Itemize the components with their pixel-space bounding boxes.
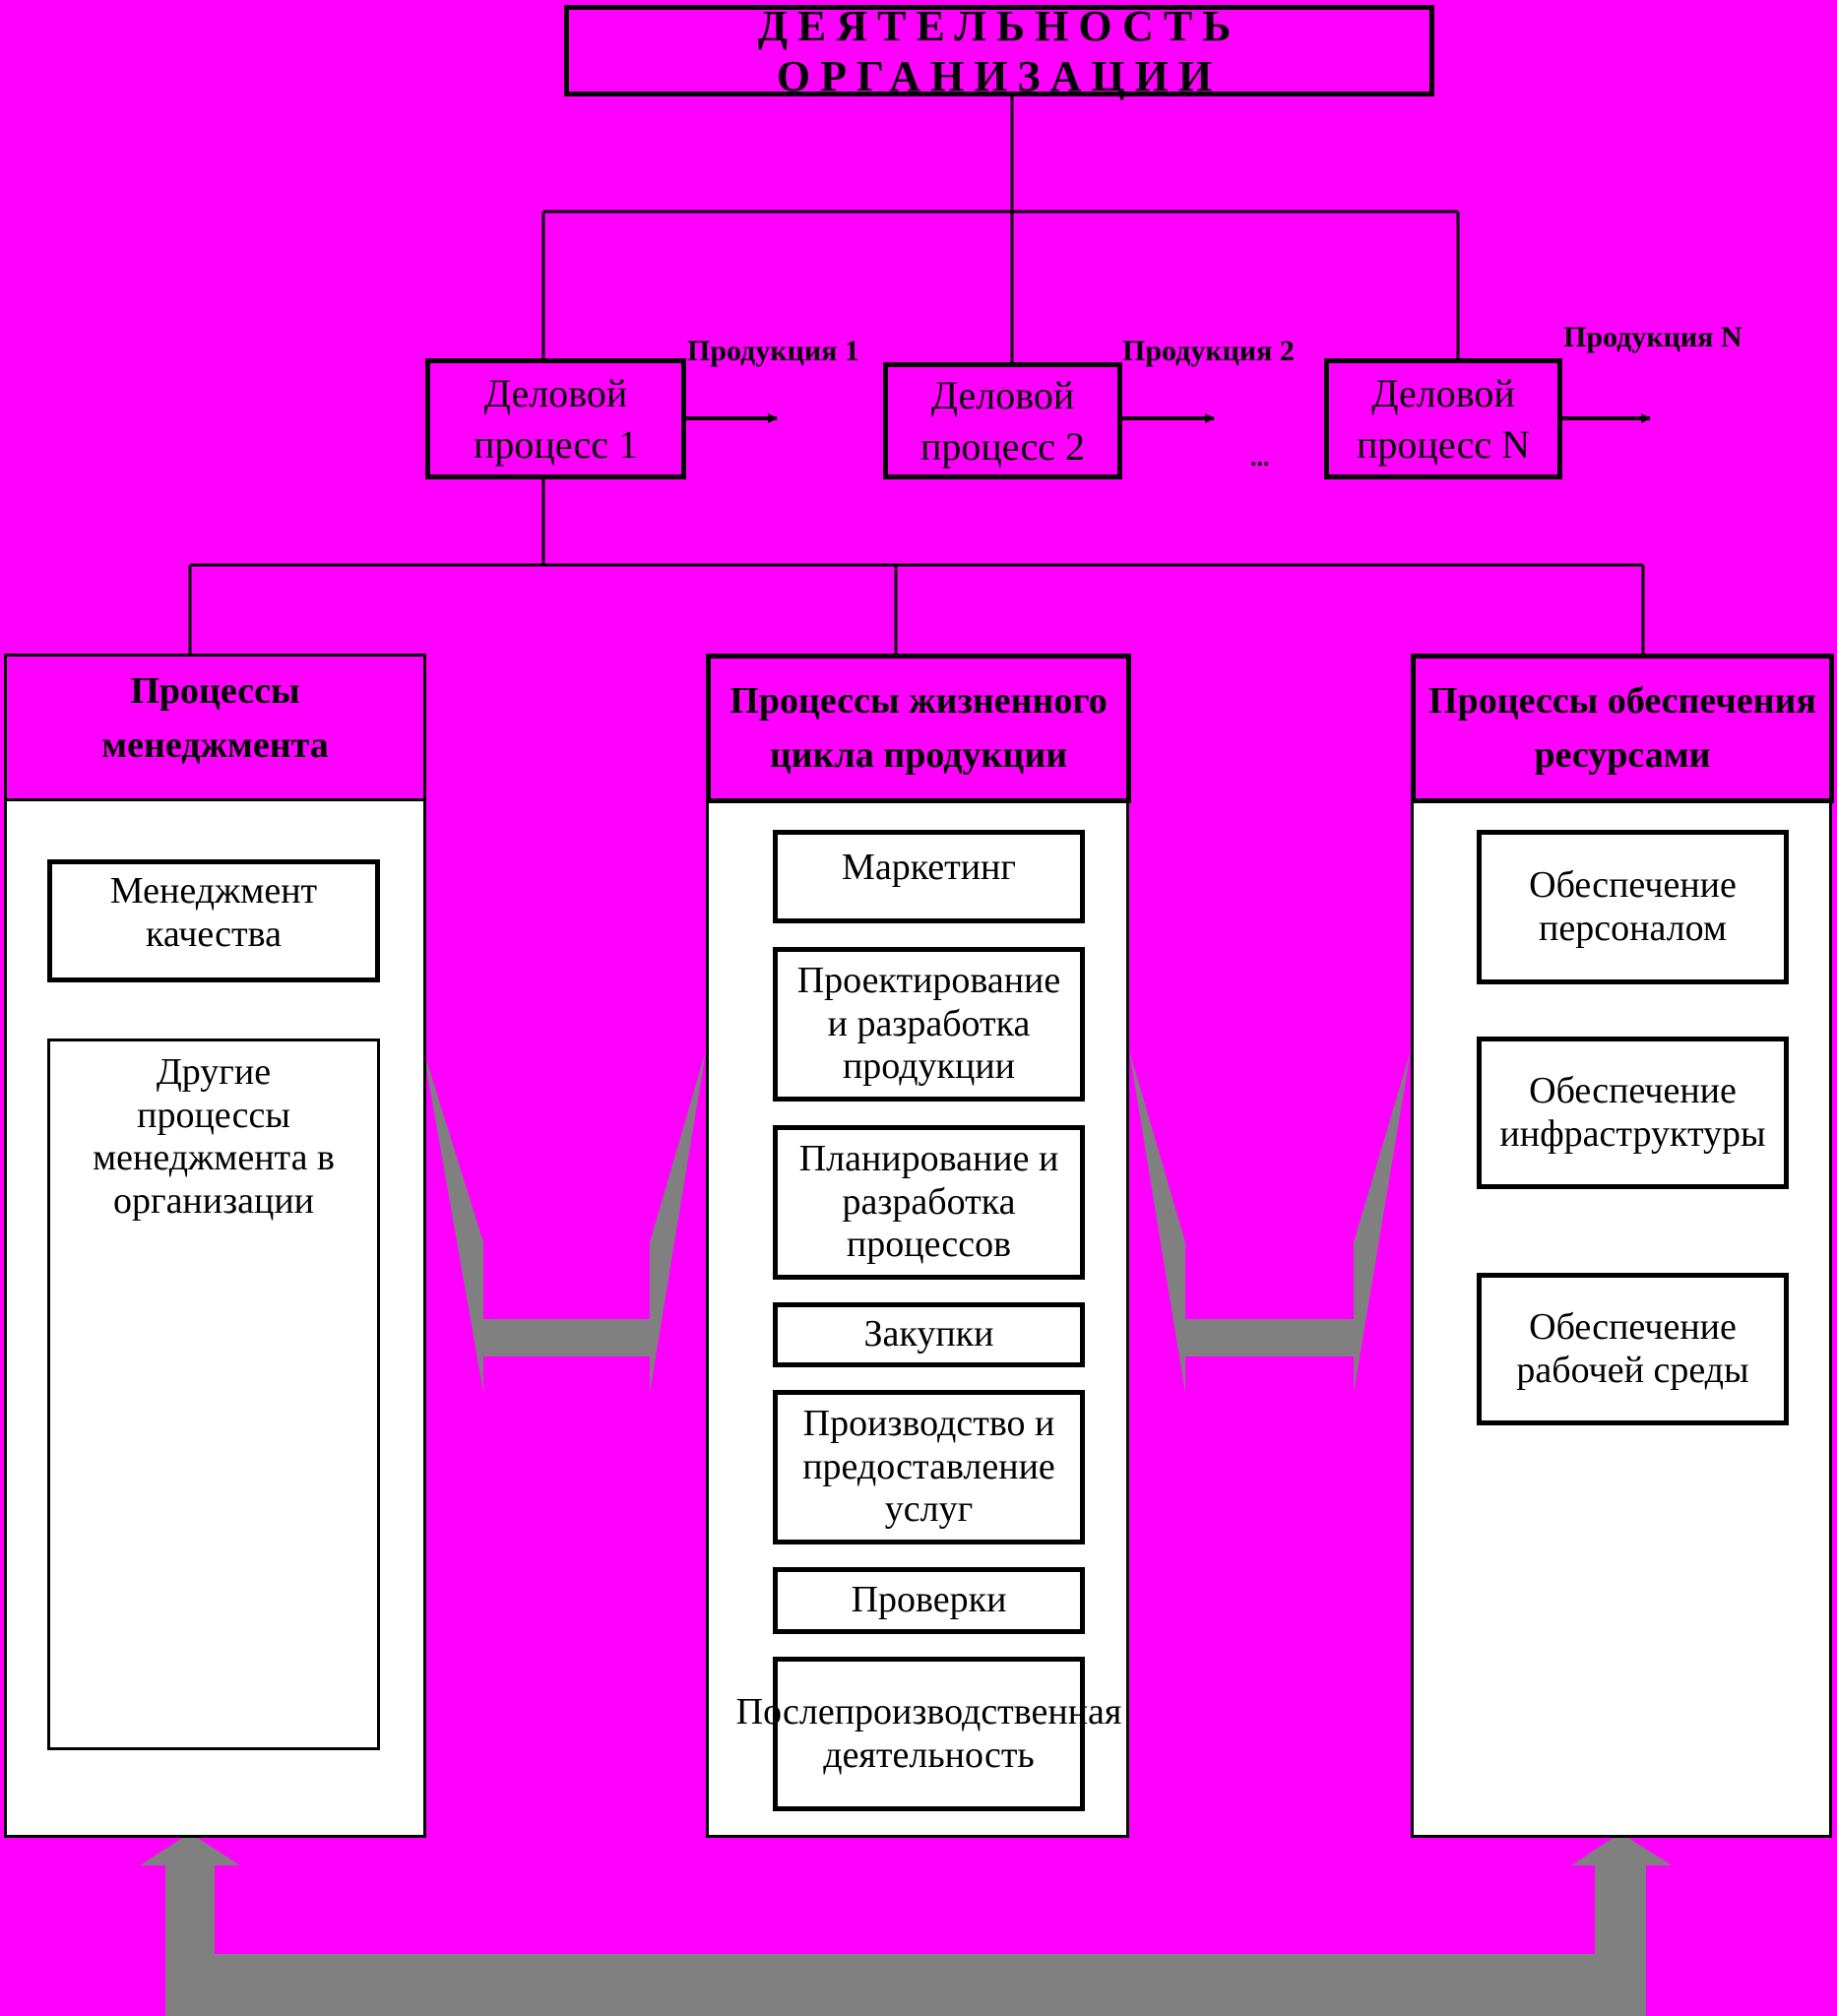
business-process-1: Деловой процесс 1	[425, 358, 686, 479]
double-arrow-right	[1129, 1050, 1411, 1393]
management-item-other: Другие процессы менеджмента в организаци…	[47, 1039, 380, 1750]
group-resources-title: Процессы обеспечения ресурсами	[1411, 654, 1834, 803]
lifecycle-item-planning: Планирование и разработка процессов	[773, 1125, 1085, 1280]
lifecycle-item-marketing: Маркетинг	[773, 830, 1085, 923]
organization-activity-title: ДЕЯТЕЛЬНОСТЬ ОРГАНИЗАЦИИ	[564, 2, 1434, 100]
lifecycle-item-production: Производство и предоставление услуг	[773, 1390, 1085, 1544]
output-label-1: Продукция 1	[687, 335, 859, 367]
bottom-feedback-arrow	[140, 1833, 1672, 2016]
business-process-n: Деловой процесс N	[1324, 358, 1562, 479]
management-item-quality: Менеджмент качества	[47, 859, 380, 982]
lifecycle-item-verification: Проверки	[773, 1567, 1085, 1634]
output-label-n: Продукция N	[1563, 321, 1742, 353]
resources-item-personnel: Обеспечение персоналом	[1477, 830, 1789, 984]
output-label-2: Продукция 2	[1122, 335, 1295, 367]
lifecycle-item-post-production: Послепроизводственная деятельность	[736, 1657, 1121, 1811]
resources-item-infrastructure: Обеспечение инфраструктуры	[1477, 1037, 1789, 1189]
lifecycle-item-design: Проектирование и разработка продукции	[773, 947, 1085, 1102]
lifecycle-item-purchasing: Закупки	[773, 1302, 1085, 1367]
ellipsis: ...	[1250, 443, 1270, 472]
double-arrow-left	[423, 1050, 706, 1393]
group-lifecycle-title: Процессы жизненного цикла продукции	[706, 654, 1131, 803]
resources-item-work-environment: Обеспечение рабочей среды	[1477, 1273, 1789, 1425]
group-management-title: Процессы менеджмента	[4, 654, 426, 801]
business-process-2: Деловой процесс 2	[883, 362, 1122, 479]
